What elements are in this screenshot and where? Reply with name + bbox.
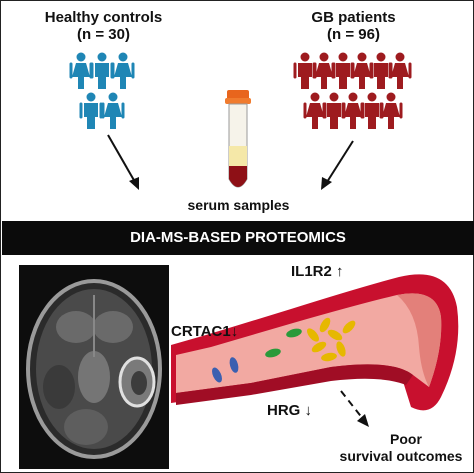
down-arrow-icon: ↓	[230, 323, 239, 340]
gb-patients-title: GB patients	[311, 9, 396, 26]
up-arrow-icon: ↑	[336, 263, 344, 280]
hrg-particle	[286, 328, 302, 338]
female-person-icon	[101, 92, 125, 129]
dashed-arrow-to-outcome	[340, 390, 369, 427]
gb-patients-people	[293, 52, 412, 129]
female-person-icon	[350, 52, 374, 89]
female-person-icon	[341, 92, 365, 129]
healthy-controls-title: Healthy controls	[44, 9, 163, 26]
blood-vessel-illustration	[171, 274, 459, 411]
il1r2-particle	[319, 317, 331, 333]
il1r2-particle	[342, 320, 356, 334]
il1r2-particle	[321, 352, 337, 362]
female-person-icon	[379, 92, 403, 129]
female-person-icon	[69, 52, 93, 89]
male-person-icon	[360, 92, 384, 129]
il1r2-label: IL1R2 ↑	[291, 263, 381, 280]
proteomics-banner: DIA-MS-BASED PROTEOMICS	[2, 221, 474, 255]
gb-patients-count: (n = 96)	[327, 26, 380, 43]
arrow-gb-to-serum	[321, 140, 354, 190]
blood-tube-icon	[225, 90, 251, 188]
female-person-icon	[303, 92, 327, 129]
protein-particles	[212, 317, 356, 383]
hrg-particle	[265, 348, 281, 358]
hrg-label: HRG ↓	[267, 402, 347, 419]
healthy-controls-people	[69, 52, 135, 129]
crtac1-name: CRTAC1	[171, 323, 231, 340]
crtac1-particle	[212, 367, 222, 383]
serum-samples-label: serum samples	[187, 197, 290, 213]
male-person-icon	[79, 92, 103, 129]
il1r2-particle	[311, 341, 327, 353]
crtac1-label: CRTAC1↓	[171, 323, 271, 340]
female-person-icon	[111, 52, 135, 89]
down-arrow-icon: ↓	[304, 402, 313, 419]
outcome-line2: survival outcomes	[339, 448, 463, 464]
male-person-icon	[331, 52, 355, 89]
male-person-icon	[322, 92, 346, 129]
il1r2-particle	[307, 328, 319, 342]
female-person-icon	[312, 52, 336, 89]
female-person-icon	[388, 52, 412, 89]
il1r2-particle	[327, 329, 343, 341]
crtac1-particle	[229, 357, 239, 373]
mri-scan-image	[19, 265, 169, 469]
il1r2-particle	[336, 341, 346, 357]
il1r2-name: IL1R2	[291, 263, 332, 280]
outcome-line1: Poor	[390, 431, 422, 447]
healthy-controls-count: (n = 30)	[77, 26, 130, 43]
arrow-healthy-to-serum	[107, 134, 139, 190]
male-person-icon	[369, 52, 393, 89]
hrg-name: HRG	[267, 402, 301, 419]
results-illustration	[19, 265, 459, 469]
cohort-illustration	[69, 52, 412, 190]
male-person-icon	[293, 52, 317, 89]
male-person-icon	[90, 52, 114, 89]
